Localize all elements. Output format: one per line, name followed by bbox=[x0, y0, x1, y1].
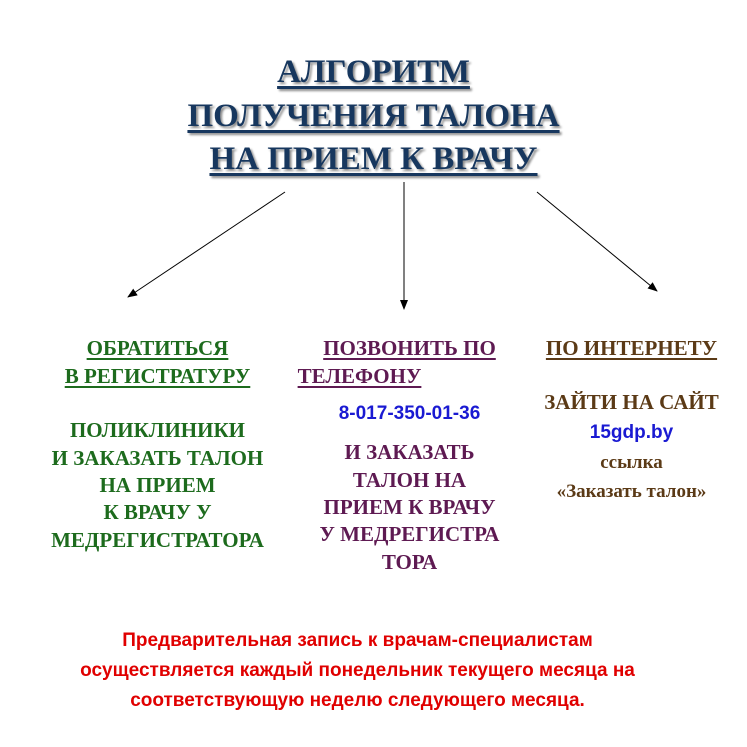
link-label: ссылка bbox=[600, 452, 663, 473]
phone-text: ТАЛОН НА bbox=[352, 468, 467, 492]
registry-heading: В РЕГИСТРАТУРУ bbox=[64, 364, 251, 388]
internet-heading: ПО ИНТЕРНЕТУ bbox=[545, 336, 718, 360]
title-line: ПОЛУЧЕНИЯ ТАЛОНА bbox=[187, 98, 560, 134]
registry-text: ПОЛИКЛИНИКИ bbox=[69, 418, 246, 442]
phone-text: У МЕДРЕГИСТРА bbox=[319, 522, 500, 546]
registry-text: МЕДРЕГИСТРАТОРА bbox=[51, 528, 264, 552]
arrow-left bbox=[127, 191, 286, 298]
site-link[interactable]: 15gdp.by bbox=[589, 422, 674, 443]
registry-text: И ЗАКАЗАТЬ ТАЛОН bbox=[51, 446, 264, 470]
registry-heading: ОБРАТИТЬСЯ bbox=[86, 336, 229, 360]
phone-text: И ЗАКАЗАТЬ bbox=[344, 440, 475, 464]
phone-heading: ТЕЛЕФОНУ bbox=[297, 364, 422, 388]
registry-text: НА ПРИЕМ bbox=[99, 473, 216, 497]
title-line: АЛГОРИТМ bbox=[277, 54, 470, 90]
phone-heading: ПОЗВОНИТЬ ПО bbox=[323, 336, 496, 360]
registry-text: К ВРАЧУ У bbox=[103, 500, 212, 524]
internet-visit: ЗАЙТИ НА САЙТ bbox=[544, 390, 719, 414]
arrow-right bbox=[536, 191, 658, 292]
phone-number[interactable]: 8-017-350-01-36 bbox=[338, 403, 481, 424]
title-line: НА ПРИЕМ К ВРАЧУ bbox=[209, 141, 538, 177]
phone-text: ПРИЕМ К ВРАЧУ bbox=[323, 495, 496, 519]
note-line: осуществляется каждый понедельник текуще… bbox=[80, 660, 635, 681]
phone-text: ТОРА bbox=[381, 550, 438, 574]
note-line: соответствующую неделю следующего месяца… bbox=[130, 690, 585, 711]
note-line: Предварительная запись к врачам-специали… bbox=[122, 630, 593, 651]
order-ticket-link[interactable]: «Заказать талон» bbox=[556, 481, 707, 502]
